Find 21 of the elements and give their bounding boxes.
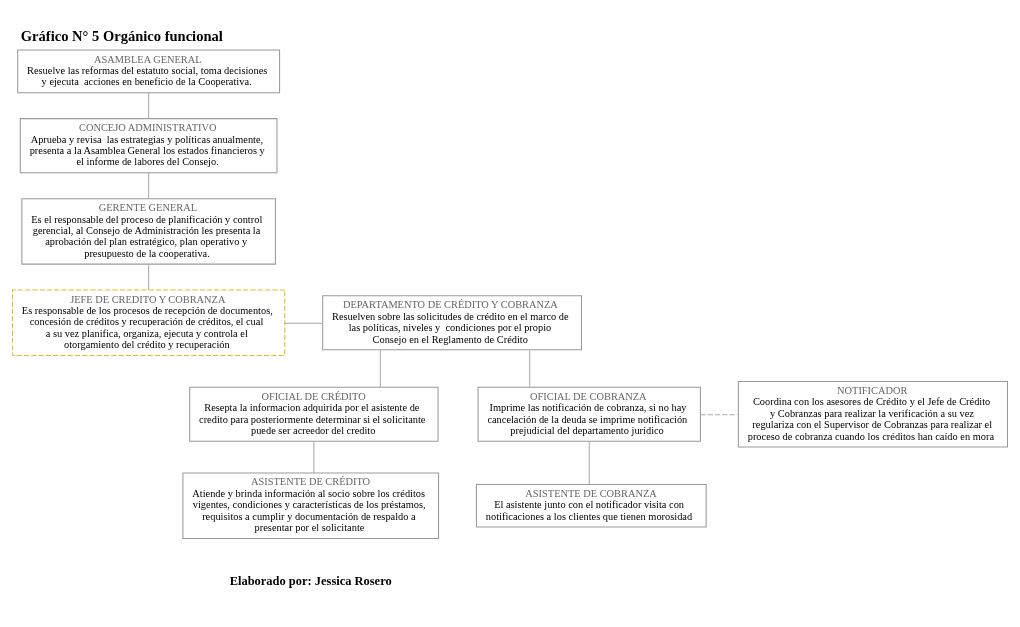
node-box: ASISTENTE DE CRÉDITO Atiende y brinda información al socio sobre los créditos vigentes, condiciones y características de los préstamos, requisitos a cumplir y documentación de respaldo a presentar por el solicitante [182, 471, 440, 539]
connector [313, 440, 315, 473]
node-box: ASISTENTE DE COBRANZA El asistente junto con el notificador visita con notificaciones a los clientes que tienen morosidad [475, 483, 707, 528]
node-box: DEPARTAMENTO DE CRÉDITO Y COBRANZA Resuelven sobre las solicitudes de crédito en el marco de las políticas, niveles y condiciones por el propio Consejo en el Reglamento de Crédito [322, 294, 582, 350]
node-box: GERENTE GENERAL Es el responsable del proceso de planificación y control gerencial, al Consejo de Administración les presenta la aprobación del plan estratégico, plan operativo y presupuesto de la cooperativa. [21, 197, 276, 265]
connector [148, 171, 150, 199]
node-box: NOTIFICADOR Coordina con los asesores de Crédito y el Jefe de Crédito y Cobranzas para realizar la verificación a su vez regulariza con el Supervisor de Cobranzas para realizar el proceso de cobranza cuando los créditos han caído en mora [737, 380, 1008, 448]
node-box: OFICIAL DE CRÉDITO Resepta la informacion adquirida por el asistente de credito para posteriormente determinar si el solicitante puede ser acreedor del credito [189, 386, 439, 442]
connector [284, 322, 323, 324]
connector [588, 440, 590, 485]
connector [529, 349, 531, 388]
caption: Elaborado por: Jessica Rosero [229, 573, 392, 588]
node-box: ASAMBLEA GENERAL Resuelve las reformas del estatuto social, toma decisiones y ejecuta acciones en beneficio de la Cooperativa. [17, 49, 281, 93]
connector [700, 413, 739, 415]
node-box: OFICIAL DE COBRANZA Imprime las notificación de cobranza, si no hay cancelación de la deuda se imprime notificación prejudicial del departamento jurídico [477, 386, 701, 442]
diagram-title: Gráfico N° 5 Orgánico funcional [20, 27, 223, 44]
connector [148, 263, 150, 290]
connector [148, 91, 150, 119]
connector [379, 349, 381, 388]
node-box: CONCEJO ADMINISTRATIVO Aprueba y revisa las estrategias y políticas anualmente, presenta a la Asamblea General los estados financieros y el informe de labores del Consejo. [19, 117, 278, 173]
node-box: JEFE DE CREDITO Y COBRANZA Es responsable de los procesos de recepción de documentos, concesión de créditos y recuperación de créditos, el cual a su vez planifica, organiza, ejecuta y controla el otorgamiento del crédito y recuperación [12, 289, 286, 356]
